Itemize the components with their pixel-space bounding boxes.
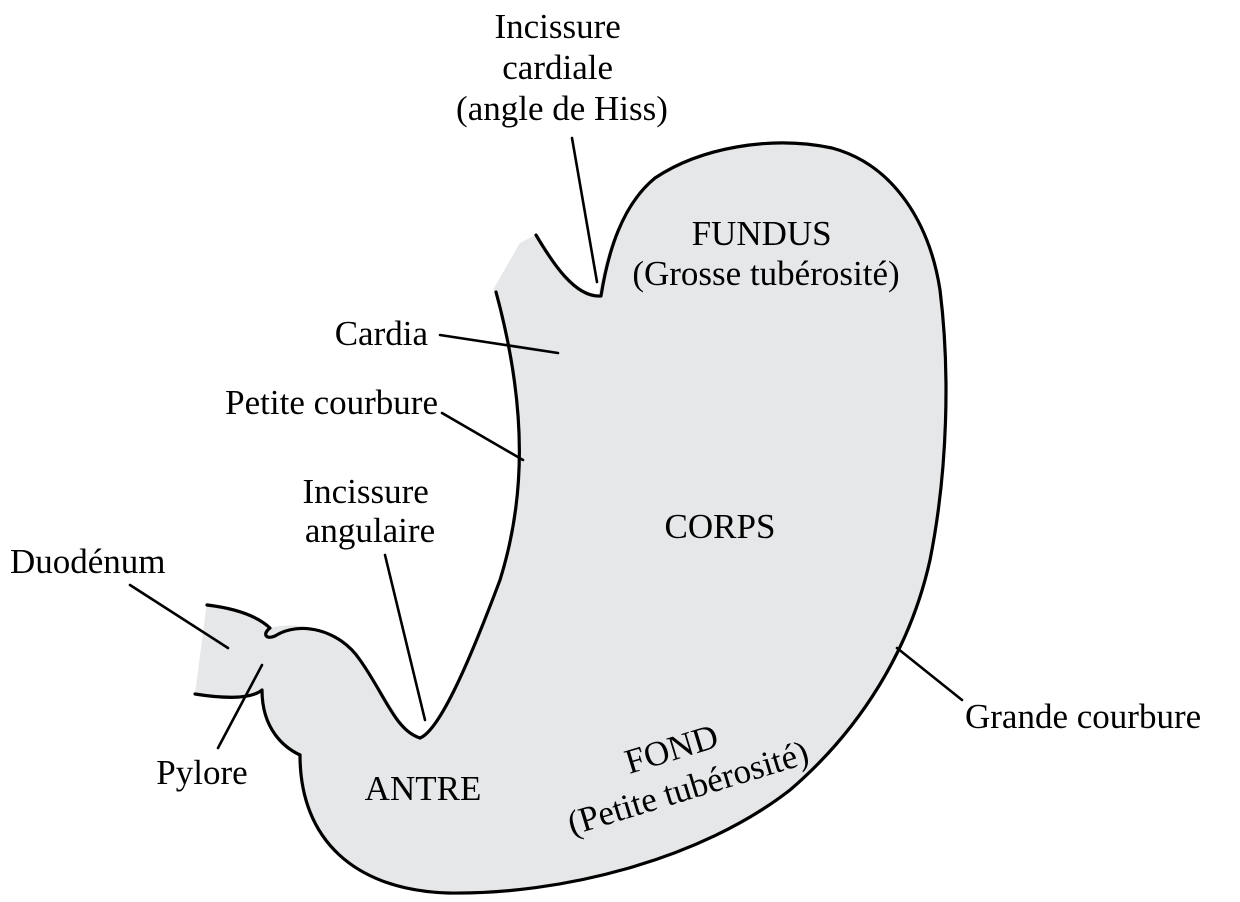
leader-cardia <box>438 333 560 355</box>
leader-duodenum <box>128 583 230 650</box>
label-pylore: Pylore <box>156 753 247 792</box>
label-incisure-angulaire: Incissure angulaire <box>302 472 437 550</box>
stomach-body <box>195 142 946 894</box>
leader-incisure-cardiale <box>570 136 599 284</box>
esophagus-cut <box>493 235 536 290</box>
greater-curvature-outline <box>298 141 948 895</box>
pylorus-lower-outline <box>193 688 302 757</box>
lesser-curvature-outline <box>418 290 521 740</box>
label-petite-courbure: Petite courbure <box>225 383 438 422</box>
label-incisure-cardiale: Incissure cardiale (angle de Hiss) <box>456 7 668 128</box>
cardiac-incisure-curve <box>534 176 657 298</box>
label-duodenum: Duodénum <box>10 542 166 581</box>
label-corps: CORPS <box>665 507 776 546</box>
label-grande-courbure: Grande courbure <box>965 697 1201 736</box>
leader-petite-courbure <box>440 411 525 462</box>
label-cardia: Cardia <box>335 314 429 353</box>
leader-grande-courbure <box>895 646 964 702</box>
label-antre: ANTRE <box>365 769 482 808</box>
label-fundus: FUNDUS (Grosse tubérosité) <box>632 214 899 293</box>
leader-pylore <box>216 663 264 750</box>
pylorus-upper-outline <box>205 603 422 740</box>
leader-incisure-angulaire <box>383 553 427 722</box>
